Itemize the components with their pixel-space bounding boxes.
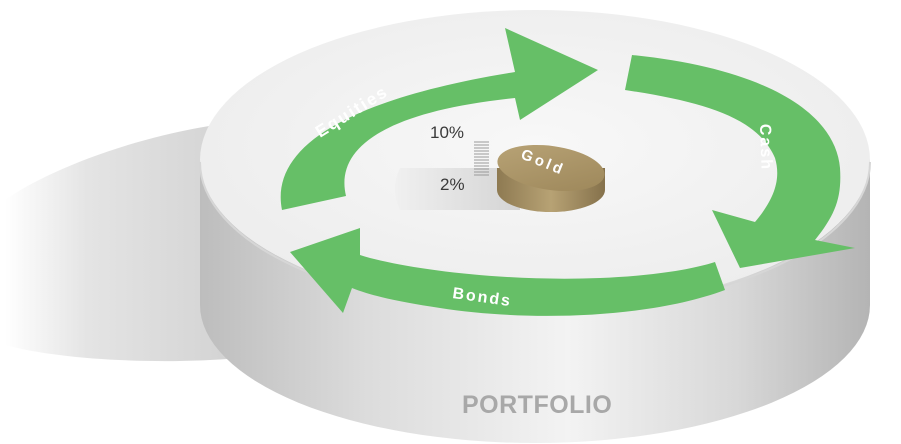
equities-arrow	[280, 28, 598, 210]
portfolio-label: PORTFOLIO	[462, 391, 612, 419]
cash-label: Cash	[756, 124, 775, 172]
cash-arrow	[625, 55, 855, 268]
disc-shadow	[5, 125, 240, 362]
scale-top-label: 10%	[430, 123, 464, 142]
scale-ticks	[474, 141, 489, 176]
coin-pedestal	[395, 168, 520, 210]
scale-bottom-label: 2%	[440, 175, 465, 194]
bonds-arrow	[290, 228, 725, 316]
gold-coin: Gold	[497, 144, 605, 212]
